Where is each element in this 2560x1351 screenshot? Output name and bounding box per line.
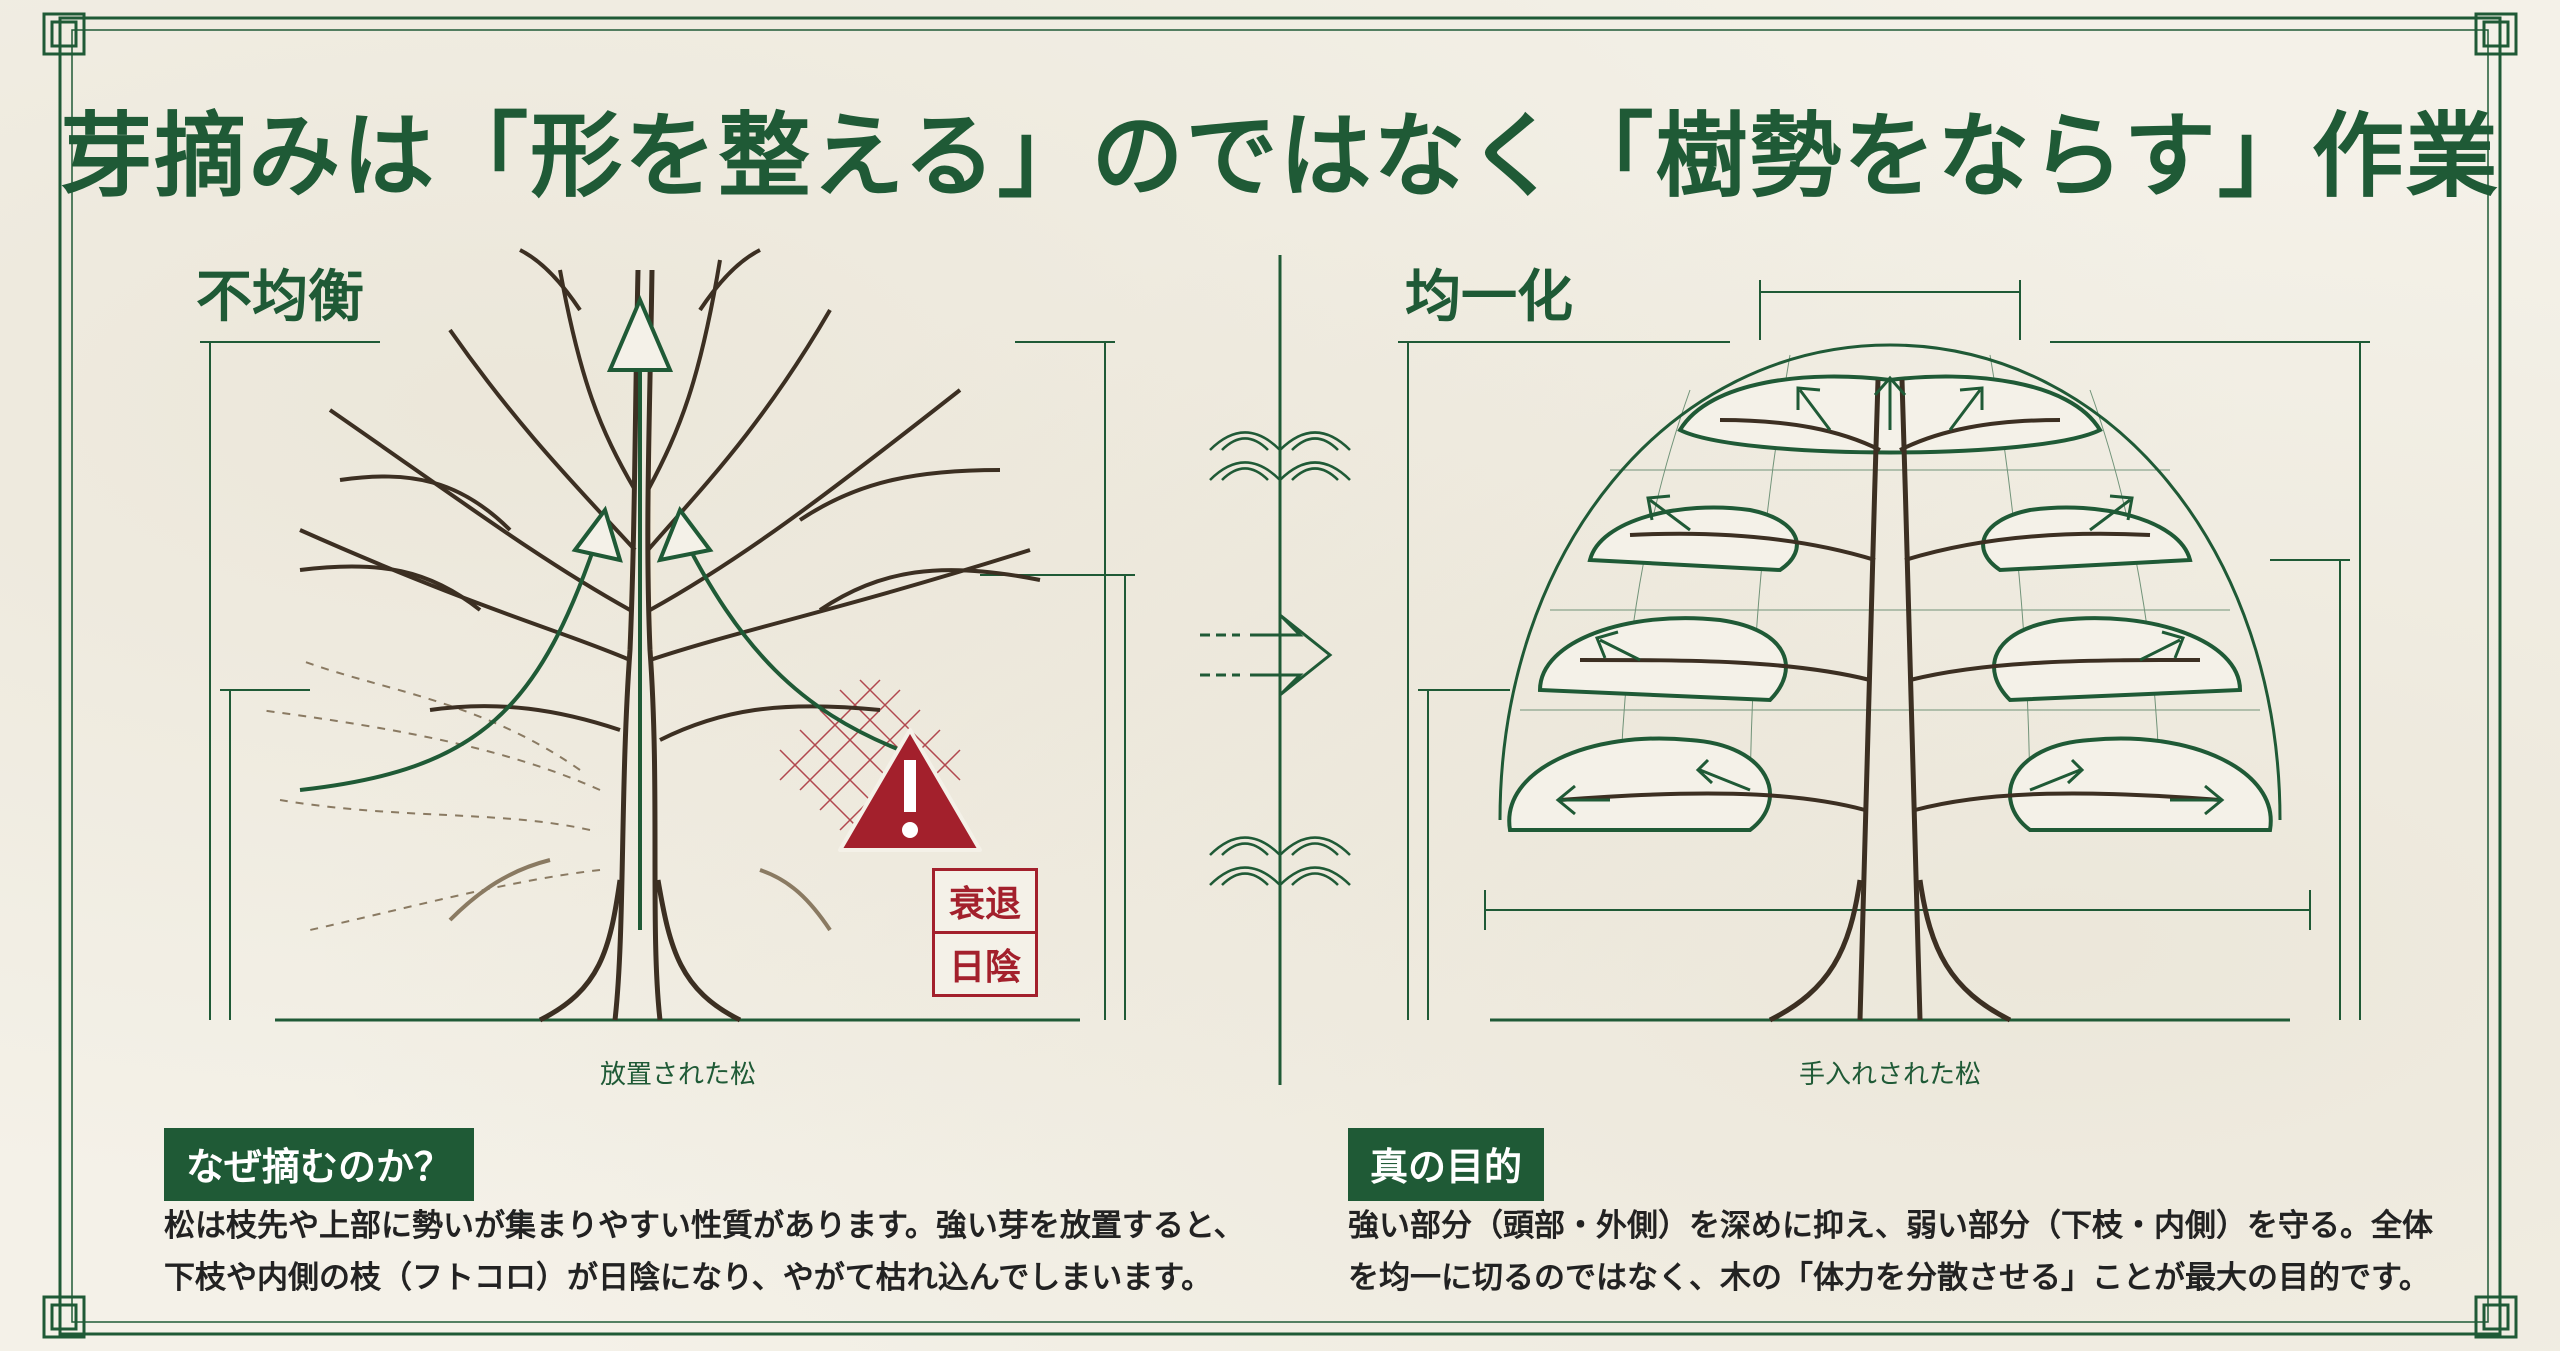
center-divider [1200,255,1351,1085]
purpose-line-1: 強い部分（頭部・外側）を深めに抑え、弱い部分（下枝・内側）を守る。全体 [1348,1208,2433,1244]
right-caption: 手入れされた松 [1798,1060,1981,1090]
foliage-pads [1507,374,2273,832]
page-title: 芽摘みは「形を整える」のではなく「樹勢をならす」作業 [60,102,2500,210]
overgrown-branches [299,248,1041,742]
why-line-2: 下枝や内側の枝（フトコロ）が日陰になり、やがて枯れ込んでしまいます。 [164,1260,1213,1296]
purpose-line-2: を均一に切るのではなく、木の「体力を分散させる」ことが最大の目的です。 [1348,1260,2430,1296]
shade-label: 日陰 [935,931,1035,994]
why-heading-badge: なぜ摘むのか？ [164,1128,475,1201]
vigor-arrows [299,294,901,932]
arrow-right-icon [1200,613,1333,697]
width-height-measure-lines [1398,280,2370,1022]
growth-arrows [1555,375,2225,816]
wave-pattern-icon-bottom [1209,836,1351,887]
right-section-label: 均一化 [1405,265,1573,330]
decline-label: 衰退 [948,884,1021,925]
maintained-pine-diagram [1398,280,2370,1023]
canopy-dome [1498,343,2282,821]
why-line-1: 松は枝先や上部に勢いが集まりやすい性質があります。強い芽を放置すると、 [164,1208,1245,1244]
warning-icon [838,728,982,852]
balanced-branches [1559,418,2221,812]
left-section-label: 不均衡 [196,265,364,330]
why-explanation: 松は枝先や上部に勢いが集まりやすい性質があります。強い芽を放置すると、 下枝や内… [164,1200,1245,1304]
height-measure-lines [200,341,1135,1022]
left-caption: 放置された松 [599,1060,756,1090]
neglected-pine-diagram [200,248,1135,1023]
weak-lower-branches [259,659,601,931]
warning-label-box: 衰退 日陰 [932,868,1038,997]
wave-pattern-icon-top [1209,431,1351,482]
purpose-explanation: 強い部分（頭部・外側）を深めに抑え、弱い部分（下枝・内側）を守る。全体 を均一に… [1348,1200,2433,1304]
purpose-heading-badge: 真の目的 [1348,1128,1545,1201]
